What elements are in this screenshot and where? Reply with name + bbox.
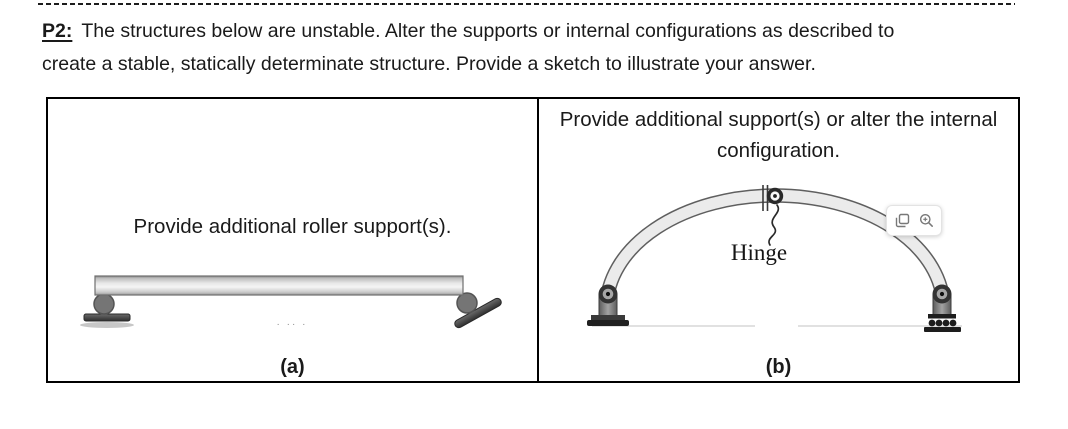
cell-b-instruction: Provide additional support(s) or alter t… [539, 104, 1018, 166]
problem-table: Provide additional roller support(s). [46, 97, 1020, 383]
figure-a-caption: (a) [280, 356, 305, 378]
hinge-leader-squiggle [768, 204, 780, 246]
image-hover-toolbar [886, 205, 942, 236]
left-support-base [587, 320, 629, 326]
cell-b-instruction-line1: Provide additional support(s) or alter t… [559, 108, 998, 131]
right-support-cap [928, 314, 956, 319]
right-roller-icon [456, 292, 478, 314]
hinge-dot [773, 194, 777, 198]
cell-b-instruction-line2: configuration. [716, 139, 841, 162]
left-pin-dot [605, 291, 611, 297]
problem-statement-line1: P2: The structures below are unstable. Al… [42, 19, 894, 43]
zoom-in-icon[interactable] [918, 212, 935, 229]
beam [94, 275, 464, 296]
left-roller-shadow [80, 322, 134, 328]
left-roller-icon [93, 293, 115, 315]
beam-diagram [80, 275, 502, 329]
right-support-roller-3 [942, 319, 950, 327]
figure-b-caption: (b) [765, 356, 792, 378]
left-roller-plate [83, 313, 131, 322]
right-support-base [924, 327, 961, 332]
table-cell-a: Provide additional roller support(s). [48, 99, 539, 381]
right-support-roller-1 [928, 319, 936, 327]
cell-a-instruction: Provide additional roller support(s). [133, 215, 452, 238]
hinge-label: Hinge [730, 240, 788, 265]
right-inclined-plate [454, 297, 502, 329]
problem-text: The structures below are unstable. Alter… [81, 20, 895, 42]
right-support-roller-4 [949, 319, 957, 327]
page-break-dashed-line [38, 3, 1015, 5]
left-support-cap [591, 315, 625, 321]
table-cell-b: Provide additional support(s) or alter t… [539, 99, 1018, 381]
scan-artifact-marks: · ·· · [276, 319, 308, 330]
problem-number: P2: [42, 20, 73, 42]
problem-statement-line2: create a stable, statically determinate … [42, 53, 816, 75]
arch-diagram [587, 185, 962, 332]
copy-icon[interactable] [894, 212, 911, 229]
right-support-roller-2 [935, 319, 943, 327]
right-pin-dot [939, 291, 945, 297]
